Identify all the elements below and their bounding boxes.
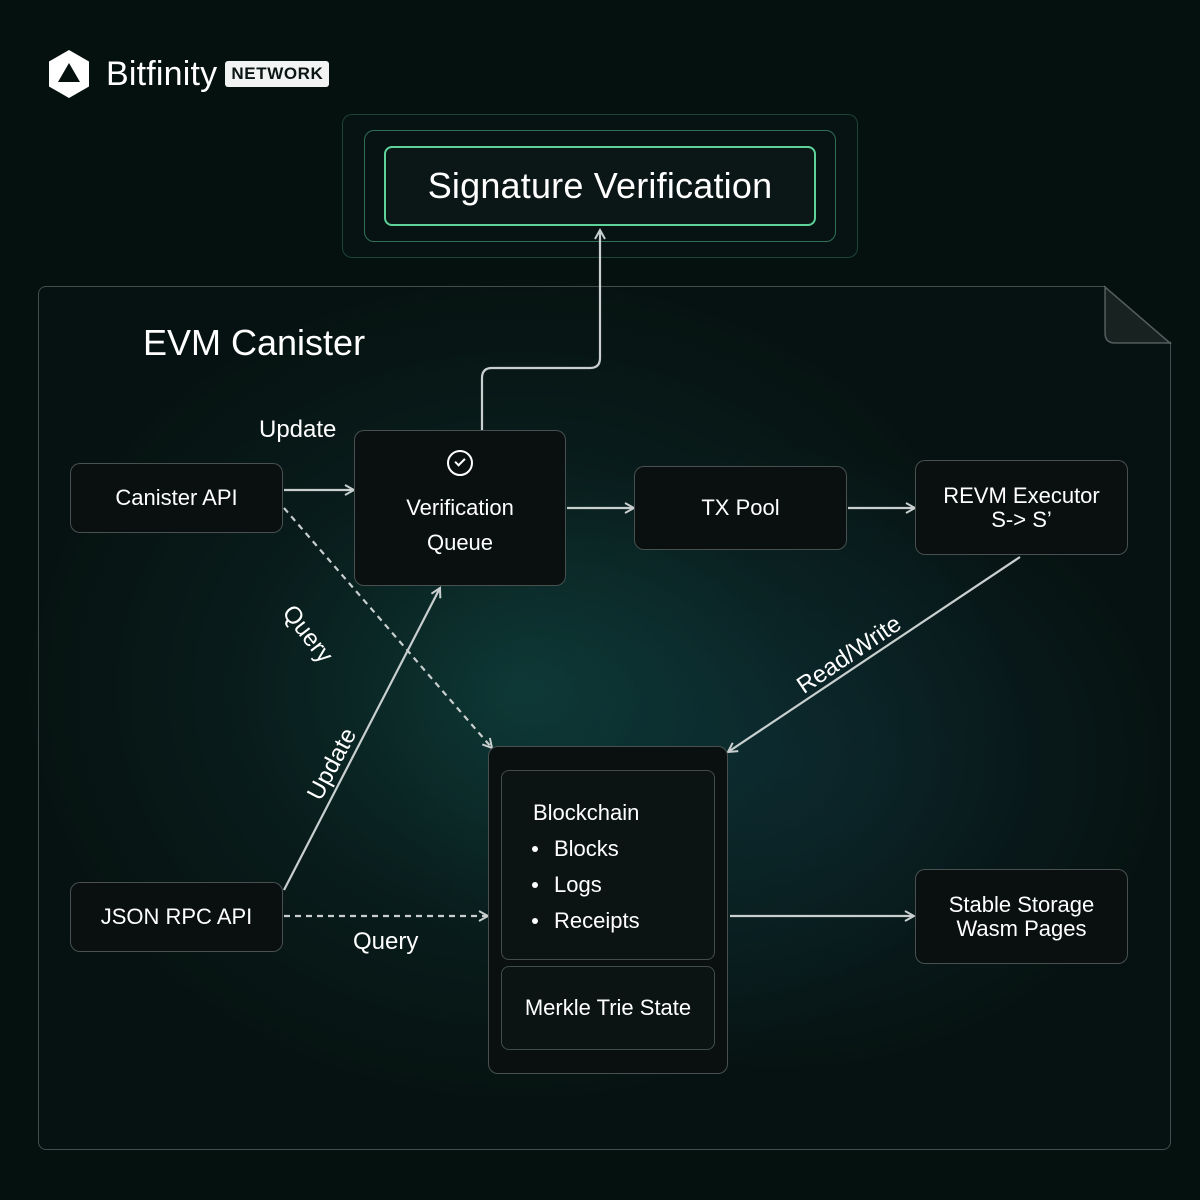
query-bottom-label: Query (353, 928, 419, 955)
blockchain-list: Blocks Logs Receipts (518, 831, 640, 939)
brand-name: Bitfinity (106, 54, 218, 93)
json-rpc-api-node: JSON RPC API (70, 882, 283, 952)
signature-verification-box: Signature Verification (384, 146, 816, 226)
canister-api-label: Canister API (115, 484, 238, 510)
revm-readwrite-arrow (728, 556, 1021, 752)
list-item: Receipts (518, 903, 640, 939)
verification-queue-line1: Verification (406, 494, 514, 520)
stable-storage-line1: Stable Storage (948, 892, 1095, 918)
check-circle-icon (447, 449, 473, 476)
canister-api-query-arrow (283, 507, 492, 748)
update-top-label: Update (259, 416, 337, 443)
tx-pool-label: TX Pool (701, 494, 780, 520)
stable-storage-node: Stable Storage Wasm Pages (915, 869, 1128, 964)
revm-executor-line1: REVM Executor (943, 483, 1100, 509)
json-rpc-api-label: JSON RPC API (100, 903, 253, 929)
blockchain-box: Blockchain Blocks Logs Receipts (501, 770, 715, 960)
hexagon-triangle-icon (49, 50, 89, 98)
stable-storage-line2: Wasm Pages (956, 915, 1087, 941)
verification-queue-line2: Queue (426, 530, 494, 555)
merkle-trie-label: Merkle Trie State (524, 995, 692, 1020)
jsonrpc-update-arrow (283, 588, 440, 891)
revm-executor-line2: S-> S’ (991, 506, 1052, 532)
blockchain-title: Blockchain (533, 800, 640, 825)
list-item: Blocks (518, 831, 640, 867)
brand-badge: NETWORK (225, 61, 330, 87)
revm-executor-node: REVM Executor S-> S’ (915, 460, 1128, 555)
queue-to-signature-arrow (480, 230, 600, 430)
tx-pool-node: TX Pool (634, 466, 847, 550)
canister-title: EVM Canister (143, 322, 366, 363)
canister-api-node: Canister API (70, 463, 283, 533)
merkle-trie-box: Merkle Trie State (501, 966, 715, 1050)
verification-queue-node: Verification Queue (354, 430, 566, 586)
brand-logo: Bitfinity NETWORK (46, 46, 330, 102)
list-item: Logs (518, 867, 640, 903)
